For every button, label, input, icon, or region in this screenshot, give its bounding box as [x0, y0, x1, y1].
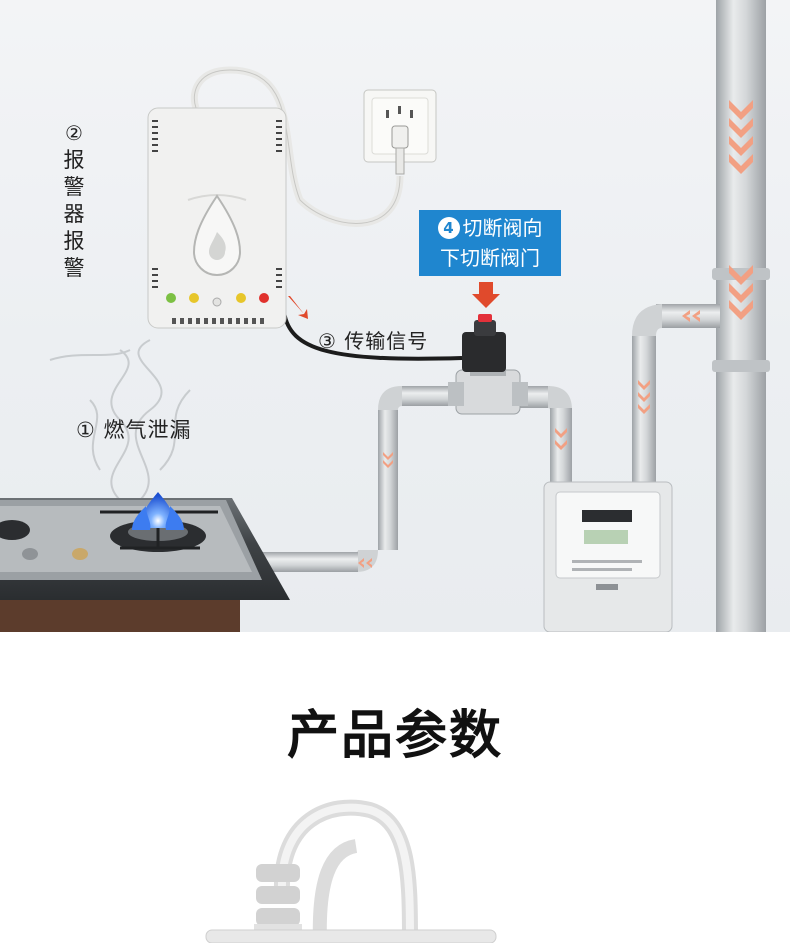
step-alarm-char: 报 [63, 229, 85, 253]
solenoid-valve [448, 314, 528, 415]
step-alarm-label: ② 报 警 器 报 警 [62, 120, 86, 282]
flame-icon [132, 492, 184, 530]
step-alarm-char: 器 [63, 202, 85, 226]
gas-riser-pipe [712, 0, 770, 632]
step-leak-text: 燃气泄漏 [103, 418, 192, 442]
step-valve-number: 4 [437, 217, 460, 239]
valve-callout-line-2: 下切断阀门 [440, 246, 540, 270]
gas-alarm-device [147, 107, 287, 329]
step-alarm-char: 警 [63, 175, 85, 199]
down-arrow-icon [472, 282, 500, 308]
gas-meter [543, 481, 673, 632]
step-alarm-char: 警 [63, 256, 85, 280]
step-leak-label: ① 燃气泄漏 [76, 414, 192, 444]
gas-leak-smoke [49, 339, 191, 501]
valve-line-1-text: 切断阀向 [462, 216, 543, 240]
flow-chevron-icon [729, 100, 753, 320]
product-cable-illustration [205, 799, 497, 943]
branch-pipe [632, 304, 720, 486]
product-device-top [205, 929, 497, 943]
step-alarm-char: 报 [63, 148, 85, 172]
step-leak-number: ① [76, 418, 96, 442]
flame-icon [192, 194, 242, 276]
meter-inlet-pipe [520, 386, 572, 486]
power-socket-icon [363, 89, 437, 175]
gas-stove [0, 498, 290, 632]
installation-illustration [0, 0, 770, 632]
step-signal-number: ③ [318, 329, 337, 353]
section-title: 产品参数 [286, 706, 503, 766]
step-signal-text: 传输信号 [344, 329, 429, 353]
stove-supply-pipe [250, 386, 472, 572]
signal-cable [282, 311, 463, 361]
step-alarm-number: ② [65, 121, 83, 145]
step-signal-label: ③ 传输信号 [318, 325, 428, 354]
signal-arrow-icon [288, 296, 308, 319]
